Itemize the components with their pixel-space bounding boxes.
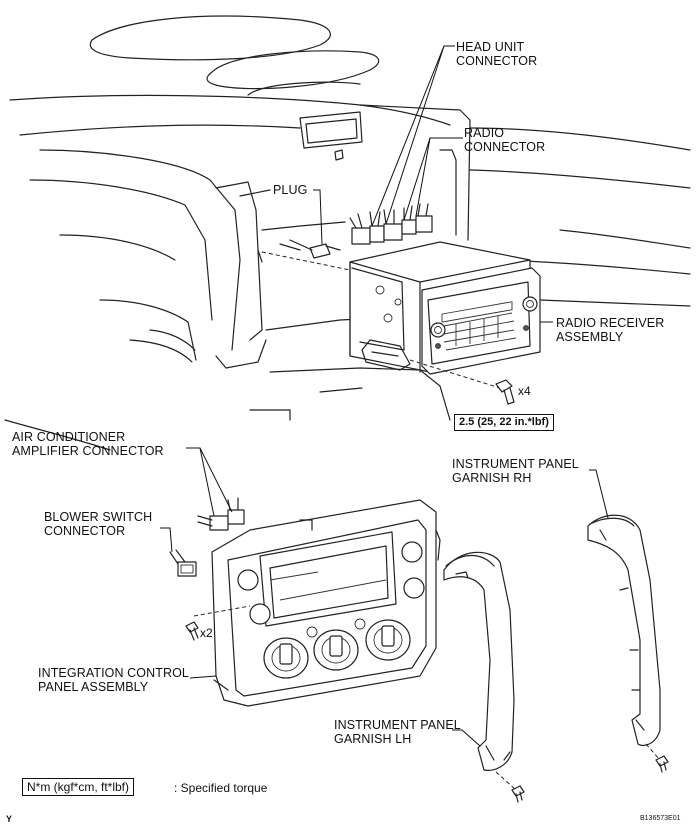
- label-plug: PLUG: [273, 183, 307, 197]
- head-unit-connector: [349, 209, 403, 245]
- label-line: CONNECTOR: [44, 524, 126, 538]
- blower-switch-connector: [169, 549, 197, 577]
- label-line: BLOWER SWITCH: [44, 510, 153, 524]
- bolt-icon: [495, 379, 515, 405]
- label-integration-control-panel-assembly: INTEGRATION CONTROL PANEL ASSEMBLY: [38, 666, 189, 694]
- integration-control-panel-assembly: [211, 499, 441, 707]
- air-conditioner-amplifier-connector: [197, 497, 245, 531]
- legend-description: : Specified torque: [174, 781, 268, 795]
- screw-icon: [511, 785, 525, 803]
- screw-quantity-panel: x2: [200, 626, 213, 640]
- screw-icon: [655, 755, 669, 773]
- label-line: CONNECTOR: [456, 54, 538, 68]
- label-line: PANEL ASSEMBLY: [38, 680, 149, 694]
- label-line: AIR CONDITIONER: [12, 430, 126, 444]
- radio-connector: [401, 203, 433, 235]
- dashboard-outline: [4, 15, 691, 451]
- instrument-panel-garnish-rh: [587, 514, 661, 747]
- bolt-quantity-radio: x4: [518, 384, 531, 398]
- plug: [289, 239, 341, 259]
- label-line: GARNISH RH: [452, 471, 532, 485]
- instrument-panel-garnish-lh: [443, 551, 515, 771]
- label-line: AMPLIFIER CONNECTOR: [12, 444, 164, 458]
- label-line: PLUG: [273, 183, 308, 197]
- label-instrument-panel-garnish-lh: INSTRUMENT PANEL GARNISH LH: [334, 718, 461, 746]
- label-air-conditioner-amplifier-connector: AIR CONDITIONER AMPLIFIER CONNECTOR: [12, 430, 164, 458]
- label-blower-switch-connector: BLOWER SWITCH CONNECTOR: [44, 510, 152, 538]
- label-line: RADIO: [464, 126, 505, 140]
- label-head-unit-connector: HEAD UNIT CONNECTOR: [456, 40, 537, 68]
- legend-unit-box: N*m (kgf*cm, ft*lbf): [22, 778, 135, 796]
- label-line: RADIO RECEIVER: [556, 316, 665, 330]
- label-line: INSTRUMENT PANEL: [452, 457, 579, 471]
- radio-receiver-assembly: [349, 241, 541, 375]
- label-line: CONNECTOR: [464, 140, 546, 154]
- figure-code: B136573E01: [640, 815, 681, 822]
- corner-mark: Y: [6, 814, 13, 824]
- label-instrument-panel-garnish-rh: INSTRUMENT PANEL GARNISH RH: [452, 457, 579, 485]
- label-radio-receiver-assembly: RADIO RECEIVER ASSEMBLY: [556, 316, 664, 344]
- leader-lines: [160, 45, 609, 747]
- label-line: HEAD UNIT: [456, 40, 525, 54]
- torque-spec-box: 2.5 (25, 22 in.*lbf): [454, 414, 554, 431]
- label-radio-connector: RADIO CONNECTOR: [464, 126, 545, 154]
- label-line: GARNISH LH: [334, 732, 412, 746]
- label-line: INSTRUMENT PANEL: [334, 718, 461, 732]
- label-line: ASSEMBLY: [556, 330, 624, 344]
- screw-icon: [185, 621, 199, 641]
- label-line: INTEGRATION CONTROL: [38, 666, 189, 680]
